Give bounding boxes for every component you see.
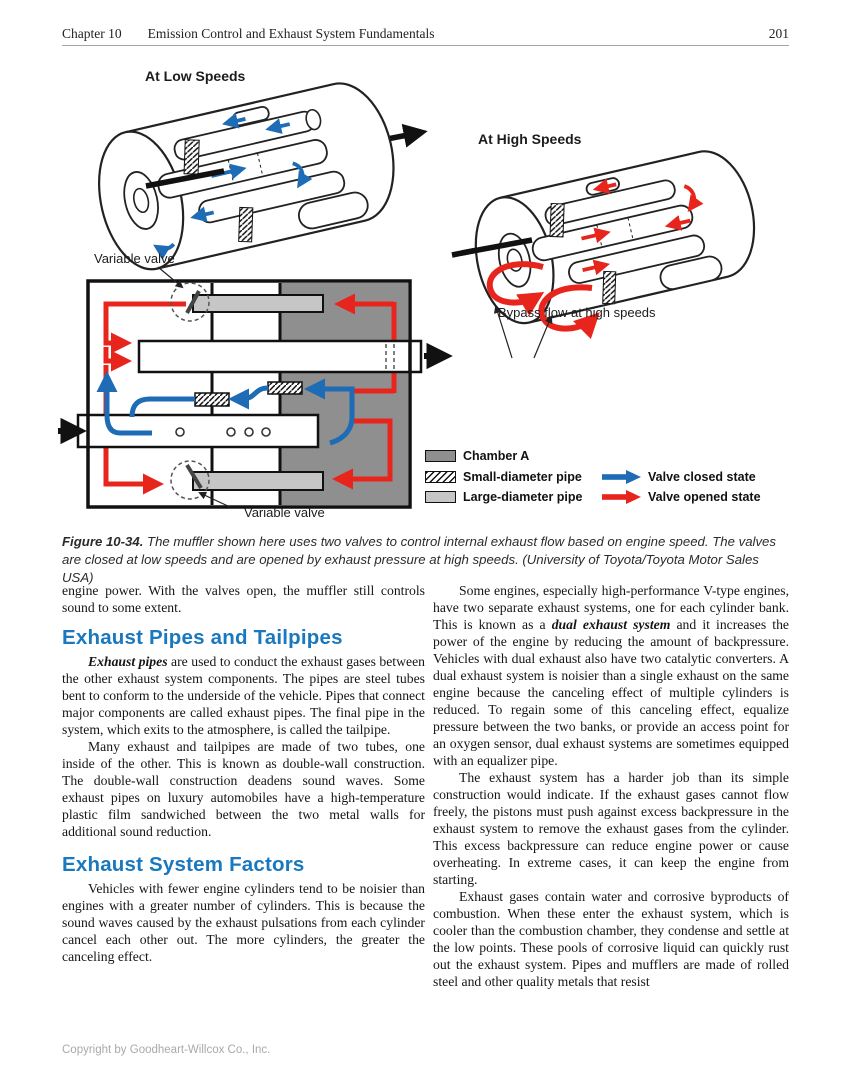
right-column: Some engines, especially high-performanc… bbox=[433, 582, 789, 990]
small-pipe-swatch bbox=[425, 471, 456, 483]
legend-large-pipe: Large-diameter pipe bbox=[425, 489, 582, 505]
figure-caption-label: Figure 10-34. bbox=[62, 534, 144, 549]
low-speed-label: At Low Speeds bbox=[145, 68, 246, 84]
chamber-a-swatch bbox=[425, 450, 456, 462]
term-dual-exhaust-system: dual exhaust system bbox=[551, 617, 671, 632]
paragraph-dual-exhaust: Some engines, especially high-performanc… bbox=[433, 583, 789, 768]
page-header: Chapter 10 Emission Control and Exhaust … bbox=[62, 26, 789, 42]
section-heading-exhaust-factors: Exhaust System Factors bbox=[62, 853, 305, 876]
variable-valve-top-label: Variable valve bbox=[94, 251, 175, 266]
legend-valve-opened: Valve opened state bbox=[600, 489, 761, 505]
section-heading-exhaust-pipes: Exhaust Pipes and Tailpipes bbox=[62, 626, 343, 649]
paragraph-backpressure: The exhaust system has a harder job than… bbox=[433, 770, 789, 887]
legend-label: Large-diameter pipe bbox=[463, 490, 583, 504]
figure-caption: Figure 10-34. The muffler shown here use… bbox=[62, 533, 790, 587]
variable-valve-bottom-label: Variable valve bbox=[244, 505, 325, 520]
legend-label: Small-diameter pipe bbox=[463, 470, 582, 484]
high-speed-muffler-illustration bbox=[451, 150, 756, 359]
bypass-flow-label: Bypass flow at high speeds bbox=[498, 305, 656, 320]
muffler-cross-section-diagram bbox=[58, 266, 453, 509]
left-column: engine power. With the valves open, the … bbox=[62, 582, 425, 965]
term-exhaust-pipes: Exhaust pipes bbox=[88, 654, 168, 669]
low-speed-muffler-illustration bbox=[97, 82, 428, 271]
page-number: 201 bbox=[768, 26, 789, 41]
paragraph-cylinders: Vehicles with fewer engine cylinders ten… bbox=[62, 881, 425, 964]
high-speed-label: At High Speeds bbox=[478, 131, 582, 147]
copyright-notice: Copyright by Goodheart-Willcox Co., Inc. bbox=[62, 1044, 271, 1056]
paragraph-corrosion: Exhaust gases contain water and corrosiv… bbox=[433, 889, 789, 989]
blue-arrow-icon bbox=[602, 470, 641, 484]
chapter-number: Chapter 10 bbox=[62, 26, 122, 41]
paragraph-double-wall: Many exhaust and tailpipes are made of t… bbox=[62, 739, 425, 839]
header-rule bbox=[62, 45, 789, 46]
paragraph-exhaust-pipes: Exhaust pipes are used to conduct the ex… bbox=[62, 654, 425, 737]
paragraph-continued: engine power. With the valves open, the … bbox=[62, 583, 425, 615]
legend-label: Valve closed state bbox=[648, 470, 756, 484]
chapter-title: Emission Control and Exhaust System Fund… bbox=[147, 26, 435, 41]
legend-label: Valve opened state bbox=[648, 490, 761, 504]
red-arrow-icon bbox=[602, 490, 641, 504]
large-pipe-swatch bbox=[425, 491, 456, 503]
legend-chamber-a: Chamber A bbox=[425, 448, 529, 464]
legend-valve-closed: Valve closed state bbox=[600, 469, 756, 485]
legend-label: Chamber A bbox=[463, 449, 530, 463]
muffler-figure-artwork bbox=[58, 82, 756, 509]
legend-small-pipe: Small-diameter pipe bbox=[425, 469, 582, 485]
figure-caption-text: The muffler shown here uses two valves t… bbox=[62, 534, 776, 585]
